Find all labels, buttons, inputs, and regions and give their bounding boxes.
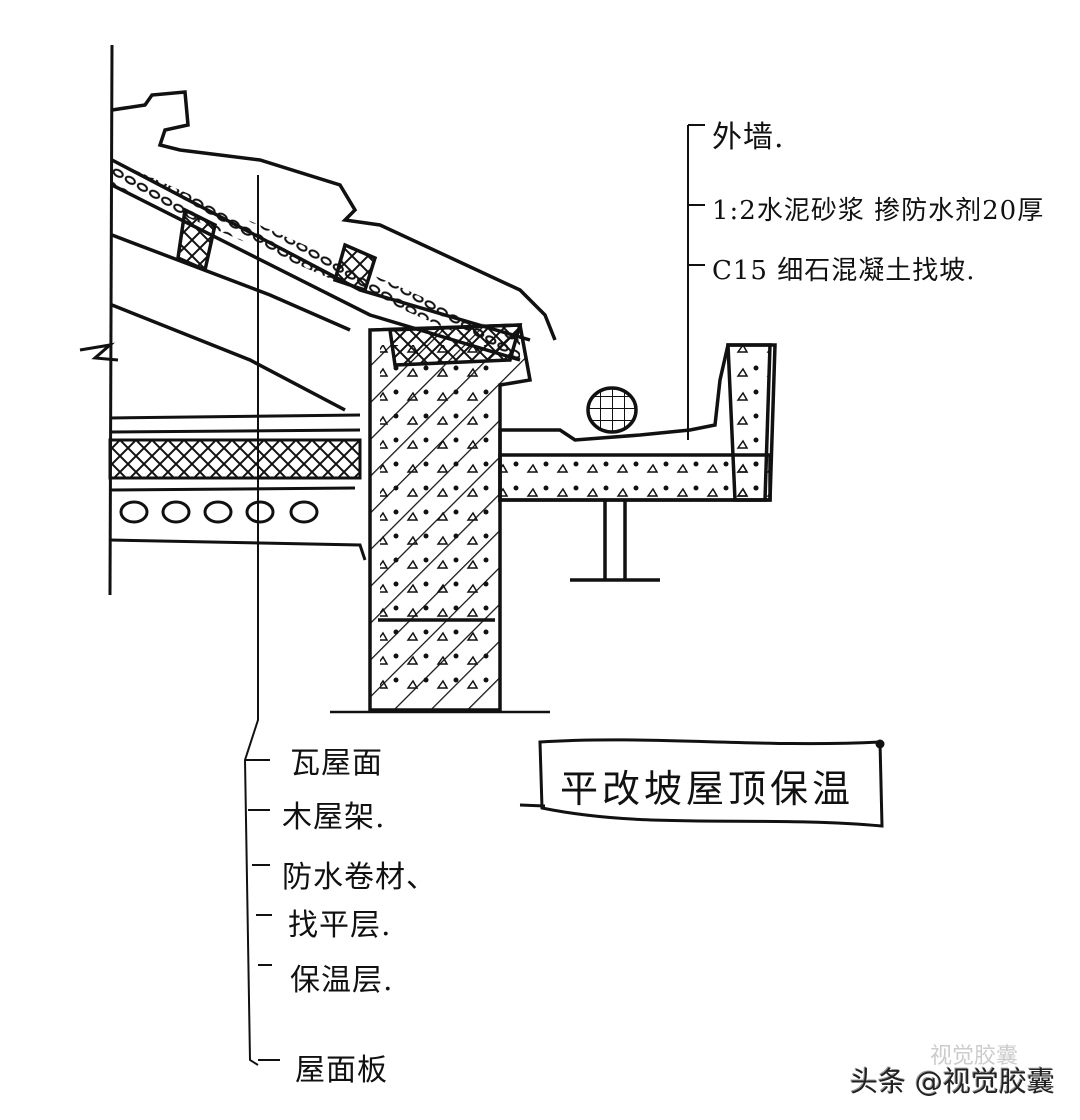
leader-line-right bbox=[687, 124, 705, 440]
watermark: 头条 @视觉胶囊 bbox=[850, 1065, 1055, 1098]
parapet-gutter bbox=[498, 343, 777, 582]
label-exterior-wall: 外墙. bbox=[712, 120, 785, 155]
floor-slab-left bbox=[108, 413, 367, 561]
leader-line-left bbox=[243, 175, 280, 1066]
label-cement-mortar: 1:2水泥砂浆 掺防水剂20厚 bbox=[712, 196, 1045, 226]
label-c15-concrete: C15 细石混凝土找坡. bbox=[712, 256, 976, 286]
existing-wall-line bbox=[79, 44, 119, 596]
label-waterproof-membrane: 防水卷材、 bbox=[282, 860, 437, 895]
wall-column bbox=[330, 323, 550, 714]
drawing-title: 平改坡屋顶保温 bbox=[560, 767, 855, 811]
label-insulation-layer: 保温层. bbox=[290, 963, 394, 998]
label-leveling-layer: 找平层. bbox=[288, 908, 392, 943]
label-wood-truss: 木屋架. bbox=[282, 800, 386, 835]
title-frame bbox=[519, 738, 885, 828]
watermark-ghost: 视觉胶囊 bbox=[930, 1044, 1019, 1069]
pitched-roof bbox=[111, 90, 557, 412]
label-roof-slab: 屋面板 bbox=[295, 1053, 388, 1088]
label-tile-roof: 瓦屋面 bbox=[290, 746, 383, 781]
